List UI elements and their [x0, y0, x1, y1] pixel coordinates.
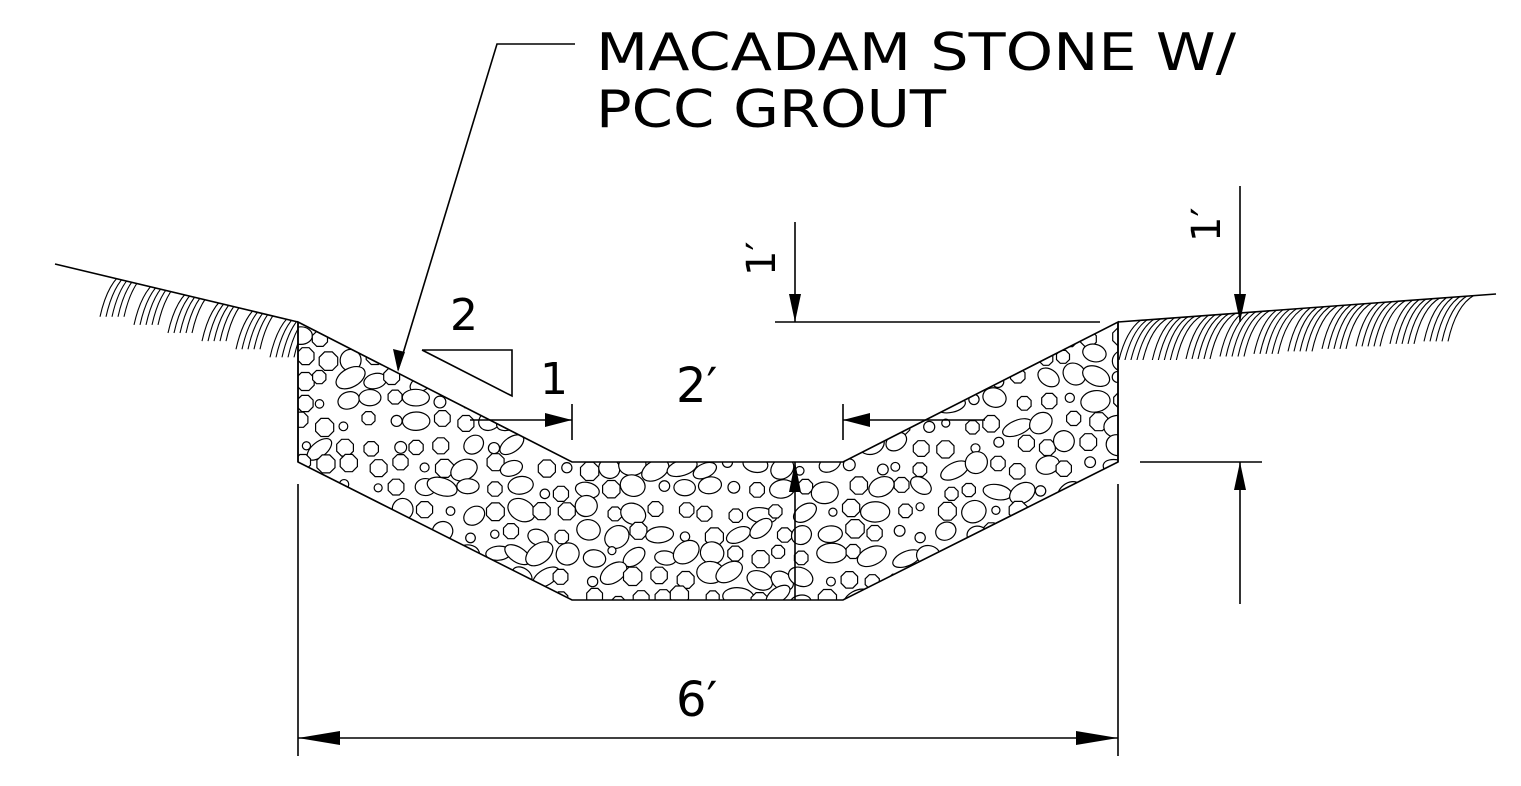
callout-leader	[393, 43, 575, 372]
freeboard-left-dimension	[775, 222, 1100, 323]
overall-width-dimension	[297, 484, 1119, 756]
bottom-width-dimension	[470, 404, 985, 440]
freeboard-left-label: 1′	[739, 241, 785, 276]
center-depth-arrow	[789, 462, 801, 600]
slope-triangle	[421, 349, 513, 398]
lining-thickness-dimension	[1140, 461, 1262, 604]
earth-hatch-left	[99, 270, 298, 358]
earth-hatch-right	[1118, 294, 1475, 360]
slope-run-label: 2	[450, 290, 478, 341]
slope-rise-label: 1	[540, 354, 568, 405]
bottom-width-label: 2′	[676, 358, 717, 414]
callout-line-1: MACADAM STONE W/	[596, 23, 1237, 83]
callout-line-2: PCC GROUT	[596, 80, 946, 140]
overall-width-label: 6′	[676, 672, 717, 728]
freeboard-right-dimension	[1234, 186, 1246, 322]
freeboard-right-label: 1′	[1184, 207, 1230, 242]
